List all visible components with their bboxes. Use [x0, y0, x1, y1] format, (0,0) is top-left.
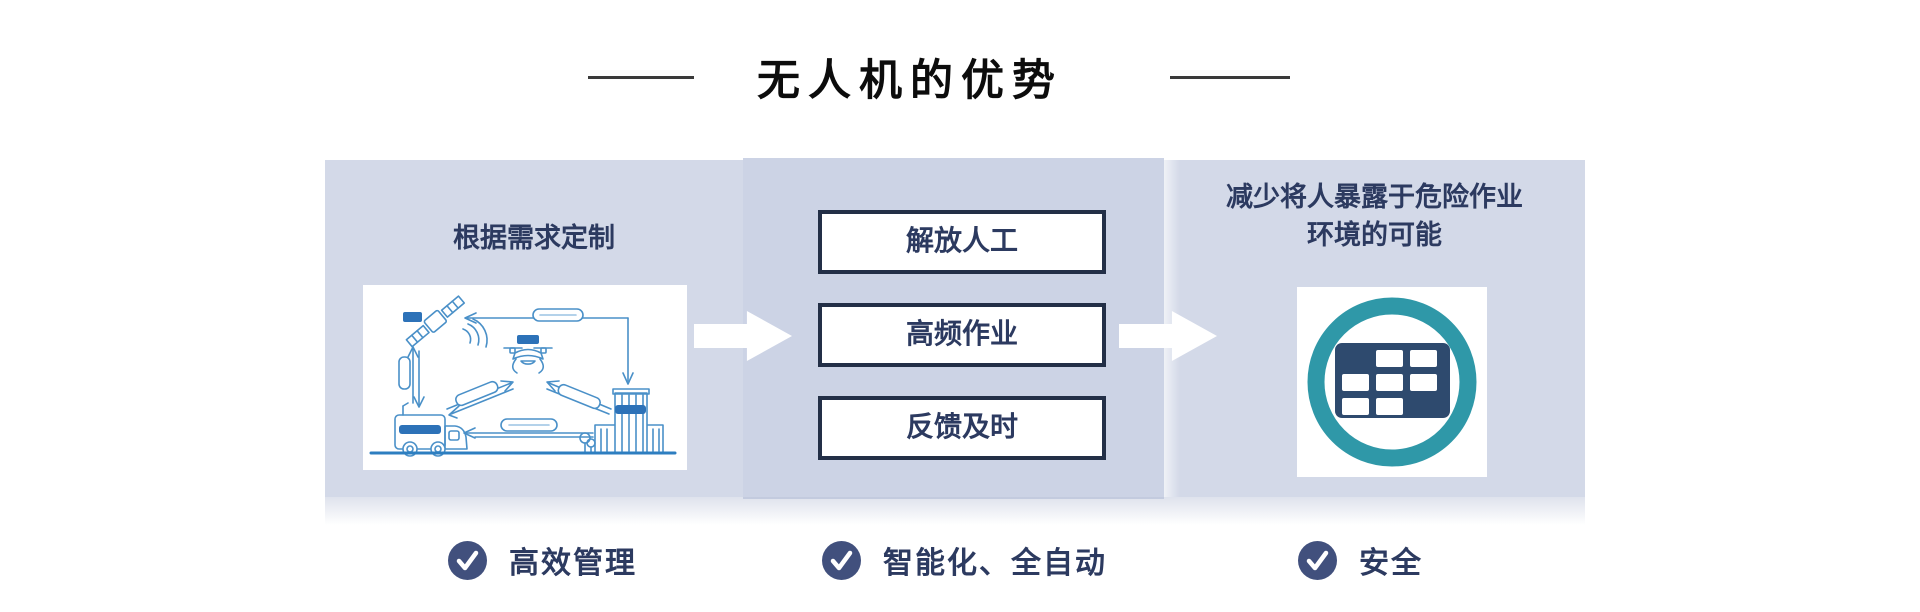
command-center-badge	[615, 405, 646, 414]
footer-label: 高效管理	[509, 547, 637, 580]
title-right-dash	[1170, 76, 1290, 79]
right-panel-title-line1: 减少将人暴露于危险作业	[1226, 182, 1523, 212]
footer-label: 智能化、全自动	[883, 547, 1107, 580]
right-panel-title-line2: 环境的可能	[1307, 220, 1442, 250]
truck-badge	[399, 425, 441, 434]
drone-icon	[503, 347, 553, 374]
command-center-buildings-icon	[579, 388, 664, 454]
label-pill	[557, 383, 601, 410]
footer-label: 安全	[1359, 547, 1423, 580]
label-pill	[455, 380, 499, 407]
satellite-icon	[405, 295, 466, 348]
footer-item-safe: 安全	[1298, 538, 1423, 582]
panel-shadow	[325, 497, 1585, 525]
check-circle-icon	[448, 540, 487, 580]
label-pill	[398, 356, 411, 390]
benefit-box-free-labor: 解放人工	[818, 210, 1106, 274]
benefit-box-high-frequency: 高频作业	[818, 303, 1106, 367]
dispatch-diagram-illustration	[369, 295, 677, 457]
footer-item-intelligent-automatic: 智能化、全自动	[822, 538, 1107, 582]
drone-badge	[517, 335, 539, 344]
right-panel-title: 减少将人暴露于危险作业 环境的可能	[1164, 178, 1585, 254]
title-left-dash	[588, 76, 694, 79]
satellite-badge	[403, 312, 422, 322]
check-circle-icon	[822, 540, 861, 580]
safety-icon-tile	[1297, 287, 1487, 477]
page-title: 无人机的优势	[757, 58, 1063, 105]
check-circle-icon	[1298, 540, 1337, 580]
benefit-box-timely-feedback: 反馈及时	[818, 396, 1106, 460]
table-grid-in-ring-icon	[1307, 297, 1477, 467]
left-panel-title: 根据需求定制	[453, 223, 615, 253]
dispatch-diagram	[363, 285, 687, 470]
footer-item-efficient-management: 高效管理	[448, 538, 637, 582]
